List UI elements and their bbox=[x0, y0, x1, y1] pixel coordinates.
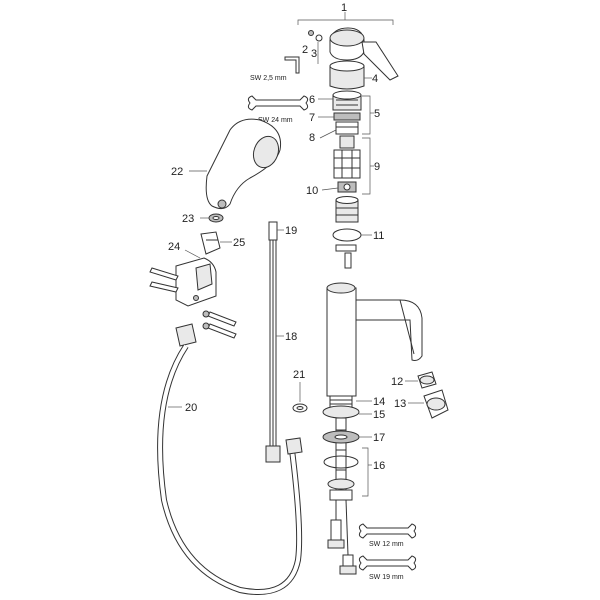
wrench-12-icon bbox=[358, 523, 417, 539]
label-11: 11 bbox=[373, 230, 384, 242]
mixer-body bbox=[326, 282, 423, 397]
connector-clip bbox=[335, 244, 357, 269]
thread-ring-8 bbox=[335, 121, 359, 135]
label-15: 15 bbox=[373, 409, 385, 421]
label-6: 6 bbox=[309, 94, 315, 106]
label-9: 9 bbox=[374, 161, 380, 173]
supply-hose-connector-1 bbox=[327, 519, 345, 549]
wrench-19-icon bbox=[358, 555, 417, 571]
label-22: 22 bbox=[171, 166, 183, 178]
connection-hose-18 bbox=[265, 221, 281, 463]
label-17: 17 bbox=[373, 432, 385, 444]
grub-screw-2 bbox=[308, 30, 314, 36]
label-14: 14 bbox=[373, 396, 385, 408]
label-12: 12 bbox=[391, 376, 403, 388]
shower-hose-20 bbox=[157, 323, 303, 595]
diverter-insert bbox=[335, 196, 359, 223]
hex-key-size: SW 2,5 mm bbox=[250, 75, 287, 82]
label-13: 13 bbox=[394, 398, 406, 410]
aerator-12 bbox=[417, 371, 437, 389]
label-25: 25 bbox=[233, 237, 245, 249]
cap-sleeve bbox=[329, 60, 365, 90]
thread-shaft-14 bbox=[329, 395, 353, 409]
ring-7 bbox=[333, 112, 361, 121]
washer-17 bbox=[322, 430, 360, 444]
label-1: 1 bbox=[341, 2, 347, 14]
supply-hose-connector-2 bbox=[339, 554, 357, 575]
label-4: 4 bbox=[372, 73, 378, 85]
label-8: 8 bbox=[309, 132, 315, 144]
wrench-24-size: SW 24 mm bbox=[258, 117, 293, 124]
wrench-12-size: SW 12 mm bbox=[369, 541, 404, 548]
hand-shower-22 bbox=[205, 118, 282, 210]
cartridge-9 bbox=[333, 135, 361, 179]
label-10: 10 bbox=[306, 185, 318, 197]
wall-anchor-left bbox=[149, 267, 179, 293]
cartridge-nut bbox=[332, 90, 362, 111]
o-ring-11 bbox=[332, 228, 362, 242]
label-23: 23 bbox=[182, 213, 194, 225]
label-18: 18 bbox=[285, 331, 297, 343]
ring-10 bbox=[337, 181, 357, 193]
washer-21 bbox=[292, 403, 308, 413]
wrench-24-icon bbox=[247, 95, 309, 111]
wall-holder-24 bbox=[175, 257, 217, 307]
label-20: 20 bbox=[185, 402, 197, 414]
hex-key-icon bbox=[284, 56, 300, 74]
label-5: 5 bbox=[374, 108, 380, 120]
washer-23 bbox=[208, 213, 224, 223]
holder-insert-25 bbox=[200, 231, 221, 255]
bracket-part-1 bbox=[297, 12, 394, 25]
gasket-15 bbox=[322, 405, 360, 419]
label-16: 16 bbox=[373, 460, 385, 472]
label-2: 2 bbox=[302, 44, 308, 56]
label-24: 24 bbox=[168, 241, 180, 253]
mounting-set-16 bbox=[323, 455, 359, 501]
mounting-screws-right bbox=[202, 310, 237, 339]
wrench-19-size: SW 19 mm bbox=[369, 574, 404, 581]
washer-3 bbox=[315, 34, 323, 42]
label-21: 21 bbox=[293, 369, 305, 381]
handle-lever bbox=[329, 27, 399, 81]
label-3: 3 bbox=[311, 48, 317, 60]
label-7: 7 bbox=[309, 112, 315, 124]
label-19: 19 bbox=[285, 225, 297, 237]
aerator-housing-13 bbox=[423, 389, 449, 419]
